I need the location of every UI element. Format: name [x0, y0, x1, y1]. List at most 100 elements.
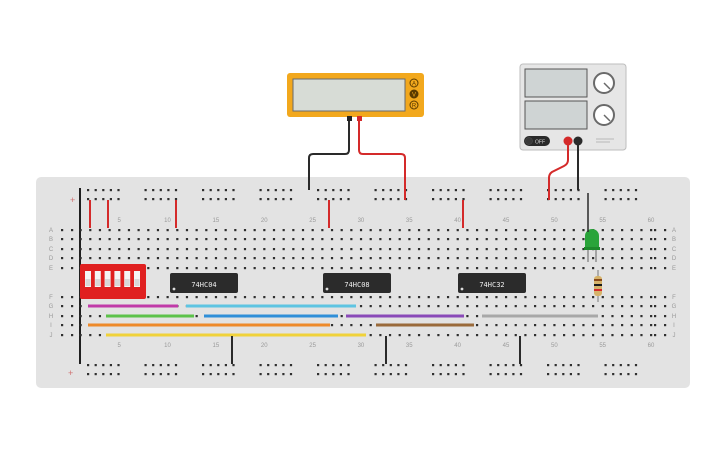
hole[interactable] — [71, 334, 74, 337]
hole[interactable] — [174, 198, 178, 201]
hole[interactable] — [71, 248, 74, 251]
hole[interactable] — [224, 373, 227, 376]
hole[interactable] — [569, 364, 572, 367]
hole[interactable] — [398, 238, 401, 241]
hole[interactable] — [408, 334, 411, 337]
hole[interactable] — [489, 364, 492, 367]
hole[interactable] — [569, 189, 572, 192]
hole[interactable] — [214, 267, 218, 270]
hole[interactable] — [519, 373, 523, 376]
hole[interactable] — [330, 238, 334, 241]
hole[interactable] — [437, 334, 440, 337]
hole[interactable] — [563, 238, 566, 241]
hole[interactable] — [640, 315, 643, 318]
hole[interactable] — [166, 267, 169, 270]
hole[interactable] — [533, 296, 537, 299]
hole[interactable] — [282, 248, 285, 251]
hole[interactable] — [582, 296, 585, 299]
hole[interactable] — [489, 373, 492, 376]
hole[interactable] — [61, 324, 64, 327]
hole[interactable] — [71, 238, 74, 241]
hole[interactable] — [176, 257, 179, 260]
hole[interactable] — [379, 257, 382, 260]
hole[interactable] — [232, 189, 235, 192]
hole[interactable] — [447, 373, 450, 376]
hole[interactable] — [446, 267, 450, 270]
hole[interactable] — [485, 267, 488, 270]
hole[interactable] — [167, 364, 170, 367]
hole[interactable] — [282, 296, 285, 299]
hole[interactable] — [619, 364, 622, 367]
hole[interactable] — [654, 267, 657, 270]
dip-switch-lever[interactable] — [95, 279, 101, 286]
hole[interactable] — [301, 267, 305, 270]
hole[interactable] — [214, 238, 218, 241]
hole[interactable] — [543, 229, 546, 232]
hole[interactable] — [137, 238, 140, 241]
hole[interactable] — [289, 198, 293, 201]
hole[interactable] — [582, 229, 585, 232]
hole[interactable] — [185, 248, 189, 251]
hole[interactable] — [514, 257, 517, 260]
hole[interactable] — [340, 238, 343, 241]
hole[interactable] — [321, 248, 324, 251]
hole[interactable] — [144, 373, 147, 376]
hole[interactable] — [664, 248, 667, 251]
hole[interactable] — [359, 324, 363, 327]
hole[interactable] — [417, 229, 421, 232]
led-green[interactable] — [584, 229, 600, 262]
hole[interactable] — [466, 238, 469, 241]
hole[interactable] — [504, 305, 508, 308]
hole[interactable] — [359, 238, 363, 241]
hole[interactable] — [195, 296, 198, 299]
hole[interactable] — [514, 229, 517, 232]
hole[interactable] — [543, 267, 546, 270]
hole[interactable] — [71, 324, 74, 327]
hole[interactable] — [282, 267, 285, 270]
hole[interactable] — [475, 257, 479, 260]
hole[interactable] — [619, 198, 622, 201]
hole[interactable] — [462, 189, 465, 192]
hole[interactable] — [485, 257, 488, 260]
hole[interactable] — [147, 267, 150, 270]
terminal-negative[interactable] — [573, 136, 583, 146]
hole[interactable] — [272, 248, 276, 251]
hole[interactable] — [554, 373, 557, 376]
multimeter-mode-a[interactable]: A — [409, 78, 419, 88]
hole[interactable] — [650, 305, 653, 308]
hole[interactable] — [159, 373, 162, 376]
hole[interactable] — [185, 229, 189, 232]
hole[interactable] — [553, 267, 556, 270]
hole[interactable] — [195, 267, 198, 270]
hole[interactable] — [654, 334, 657, 337]
hole[interactable] — [485, 334, 488, 337]
hole[interactable] — [612, 198, 615, 201]
hole[interactable] — [205, 229, 208, 232]
hole[interactable] — [359, 257, 363, 260]
hole[interactable] — [612, 373, 615, 376]
hole[interactable] — [634, 189, 638, 192]
hole[interactable] — [152, 189, 155, 192]
hole[interactable] — [504, 296, 508, 299]
hole[interactable] — [156, 229, 160, 232]
hole[interactable] — [495, 305, 498, 308]
hole[interactable] — [408, 296, 411, 299]
hole[interactable] — [654, 305, 657, 308]
hole[interactable] — [562, 364, 565, 367]
hole[interactable] — [627, 373, 630, 376]
hole[interactable] — [512, 189, 515, 192]
hole[interactable] — [234, 267, 237, 270]
hole[interactable] — [232, 364, 235, 367]
hole[interactable] — [611, 296, 614, 299]
hole[interactable] — [408, 257, 411, 260]
hole[interactable] — [437, 257, 440, 260]
hole[interactable] — [630, 324, 633, 327]
hole[interactable] — [224, 267, 227, 270]
hole[interactable] — [243, 248, 247, 251]
hole[interactable] — [601, 296, 604, 299]
hole[interactable] — [374, 373, 377, 376]
hole[interactable] — [259, 189, 262, 192]
hole[interactable] — [417, 296, 421, 299]
hole[interactable] — [253, 296, 256, 299]
hole[interactable] — [217, 364, 220, 367]
